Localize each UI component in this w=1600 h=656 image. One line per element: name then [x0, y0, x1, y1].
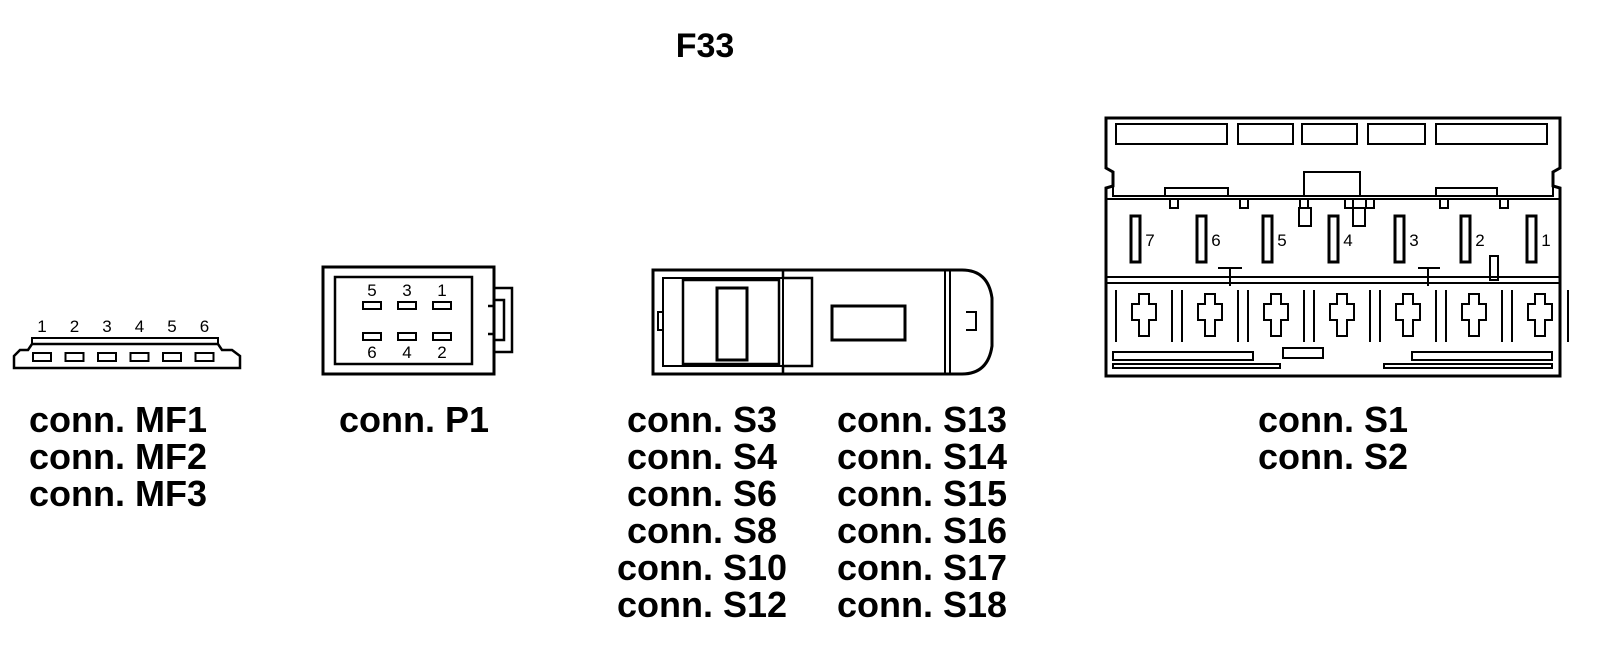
mf-pin-slot	[32, 352, 52, 362]
sbig-terminal-wall	[1379, 290, 1437, 342]
connector-s-big-drawing: 7 6 5 4 3 2 1	[1104, 116, 1569, 378]
mf-pin-slot	[64, 352, 85, 362]
labels-p1: conn. P1	[339, 399, 489, 440]
label-connector-s-right: conn. S13	[837, 399, 1007, 440]
p1-pin-slot	[362, 301, 382, 310]
sbig-terminal	[1461, 293, 1487, 337]
sbig-pin-slot	[1525, 214, 1538, 264]
p1-pin-number: 3	[402, 281, 411, 300]
p1-pin-slot	[362, 332, 382, 341]
p1-pin-number: 5	[367, 281, 376, 300]
label-connector-mf: conn. MF2	[29, 436, 207, 477]
sbig-key	[1352, 207, 1366, 227]
label-connector-s-right: conn. S14	[837, 436, 1007, 477]
mf-pin-number: 4	[135, 317, 144, 336]
sbig-terminal	[1329, 293, 1355, 337]
sbig-pin-slot	[1459, 214, 1472, 264]
label-connector-s-right: conn. S18	[837, 584, 1007, 625]
mf-pin-slot	[162, 352, 182, 362]
mf-pin-number: 6	[200, 317, 209, 336]
sbig-top-tab	[1499, 198, 1509, 209]
sbig-terminal-wall	[1313, 290, 1371, 342]
sbig-top-tab	[1365, 198, 1375, 209]
mf-pin-number: 1	[37, 317, 46, 336]
mf-pin-number: 2	[70, 317, 79, 336]
label-connector-s-right: conn. S17	[837, 547, 1007, 588]
p1-pin-slot	[397, 332, 417, 341]
sbig-terminal-wall	[1445, 290, 1503, 342]
mf-pin-slot	[97, 352, 117, 362]
sbig-pin-slot	[1261, 214, 1274, 264]
sbig-pin-number: 3	[1409, 231, 1418, 250]
p1-pin-number: 4	[402, 343, 411, 362]
label-connector-mf: conn. MF3	[29, 473, 207, 514]
mf-pin-number: 3	[102, 317, 111, 336]
p1-pin-number: 6	[367, 343, 376, 362]
label-connector-s-left: conn. S3	[627, 399, 777, 440]
p1-pin-slot	[432, 332, 452, 341]
sbig-pin-slot	[1393, 214, 1406, 264]
p1-pin-number: 2	[437, 343, 446, 362]
mf-pin-slot	[194, 352, 215, 362]
sbig-pin-number: 1	[1541, 231, 1550, 250]
label-connector-p1: conn. P1	[339, 399, 489, 440]
sbig-pin-number: 5	[1277, 231, 1286, 250]
sbig-top-tab	[1344, 198, 1354, 209]
sbig-terminal-wall	[1115, 290, 1173, 342]
p1-pin-slot	[432, 301, 452, 310]
mf-pin-number: 5	[167, 317, 176, 336]
sbig-terminal	[1197, 293, 1223, 337]
label-connector-s-left: conn. S12	[617, 584, 787, 625]
sbig-terminal-wall	[1247, 290, 1305, 342]
sbig-key	[1298, 207, 1312, 227]
label-connector-mf: conn. MF1	[29, 399, 207, 440]
connector-mf-drawing: 1 2 3 4 5 6	[12, 317, 242, 370]
sbig-terminal	[1395, 293, 1421, 337]
mf-pin-slot	[129, 352, 150, 362]
connector-p1-drawing: 5 3 1 6 4 2	[321, 265, 514, 376]
sbig-terminal-wall	[1511, 290, 1569, 342]
label-connector-s-right: conn. S15	[837, 473, 1007, 514]
sbig-terminal	[1263, 293, 1289, 337]
sbig-terminal-wall	[1181, 290, 1239, 342]
sbig-pin-slot	[1327, 214, 1340, 264]
sbig-terminal	[1527, 293, 1553, 337]
p1-pin-slot	[397, 301, 417, 310]
label-connector-s-big: conn. S2	[1258, 436, 1408, 477]
sbig-top-tab	[1439, 198, 1449, 209]
sbig-top-tab	[1169, 198, 1179, 209]
connector-s-small-drawing	[651, 268, 994, 376]
sbig-top-tab	[1299, 198, 1309, 209]
label-connector-s-right: conn. S16	[837, 510, 1007, 551]
label-connector-s-left: conn. S8	[627, 510, 777, 551]
diagram-title: F33	[676, 27, 735, 65]
sbig-pin-number: 6	[1211, 231, 1220, 250]
sbig-terminal	[1131, 293, 1157, 337]
sbig-pin-number: 4	[1343, 231, 1352, 250]
label-connector-s-big: conn. S1	[1258, 399, 1408, 440]
sbig-pin-number: 7	[1145, 231, 1154, 250]
sbig-top-tab	[1239, 198, 1249, 209]
label-connector-s-left: conn. S10	[617, 547, 787, 588]
label-connector-s-left: conn. S6	[627, 473, 777, 514]
sbig-pin-slot	[1195, 214, 1208, 264]
label-connector-s-left: conn. S4	[627, 436, 777, 477]
p1-pin-number: 1	[437, 281, 446, 300]
sbig-pin-number: 2	[1475, 231, 1484, 250]
sbig-pin-slot	[1129, 214, 1142, 264]
